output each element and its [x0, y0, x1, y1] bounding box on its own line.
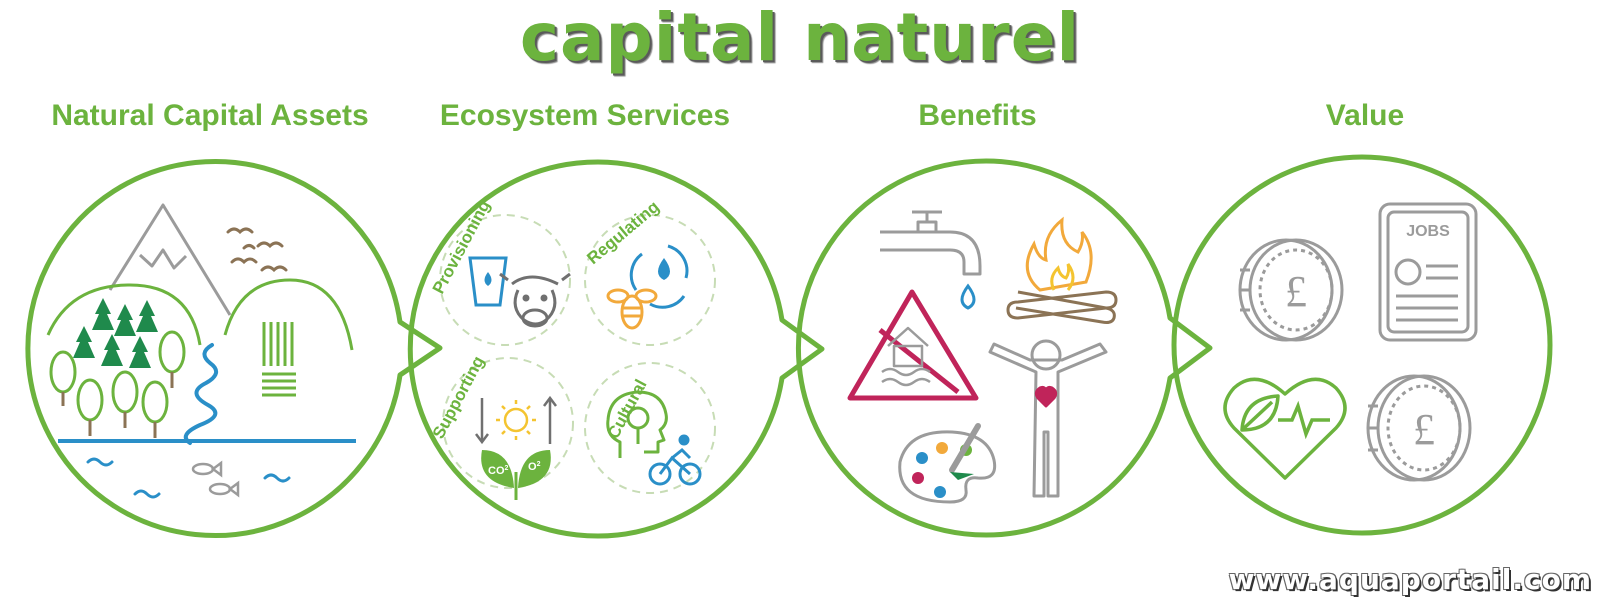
birds-icon: [226, 227, 288, 273]
circle-benefits: [795, 158, 1213, 538]
label-supporting: Supporting: [429, 353, 488, 442]
pound-symbol-bottom: £: [1413, 405, 1435, 454]
water-glass-icon: [468, 256, 508, 307]
palette-icon: [898, 423, 997, 504]
jobs-label: JOBS: [1406, 223, 1450, 240]
cyclist-icon: [648, 434, 702, 486]
value-panel: £ JOBS £: [1223, 202, 1478, 482]
heading-ecosystem-services: Ecosystem Services: [439, 99, 731, 132]
o2-label: O2: [528, 461, 541, 473]
bee-icon: [606, 288, 658, 330]
mountain-icon: [108, 203, 232, 316]
natural-capital-scene: [46, 203, 356, 499]
flood-warning-icon: [847, 289, 979, 401]
crop-field: [262, 322, 296, 397]
waves: [86, 457, 291, 499]
sun-icon: [496, 400, 536, 440]
heading-natural-capital-assets: Natural Capital Assets: [51, 99, 369, 132]
coin-icon: [1238, 238, 1344, 342]
benefits-panel: [847, 210, 1118, 504]
gas-exchange-arrows: [475, 395, 557, 445]
heart-leaf-icon: [1223, 377, 1347, 480]
ecosystem-services-panel: CO2 O2: [439, 214, 716, 500]
pound-symbol-top: £: [1285, 267, 1307, 316]
main-title: capital naturel: [519, 0, 1081, 76]
label-regulating: Regulating: [583, 197, 663, 268]
person-heart-icon: [988, 339, 1108, 498]
co2-label: CO2: [488, 465, 509, 477]
river-icon: [183, 343, 218, 445]
tap-icon: [880, 210, 982, 276]
fish-icon: [191, 460, 240, 498]
circle-value: [1171, 154, 1553, 536]
circle-natural-capital: [25, 159, 443, 538]
website-watermark: www.aquaportail.com: [1228, 563, 1592, 596]
hills: [46, 278, 354, 351]
coin-icon-bottom: [1366, 374, 1472, 482]
flow-circles: [25, 154, 1553, 539]
heading-benefits: Benefits: [918, 99, 1037, 132]
newspaper-jobs-icon: [1378, 202, 1478, 342]
head-tree-icon: [606, 390, 668, 458]
heading-value: Value: [1325, 99, 1405, 132]
campfire-icon: [1006, 216, 1118, 324]
water-cycle-icon: [629, 244, 689, 309]
sprout-icon: [481, 450, 551, 500]
circle-ecosystem-services: [407, 159, 825, 539]
cow-icon: [499, 272, 571, 328]
conifer-trees: [73, 298, 158, 368]
tree-icon: [49, 330, 186, 438]
water-drop-icon: [960, 283, 976, 310]
